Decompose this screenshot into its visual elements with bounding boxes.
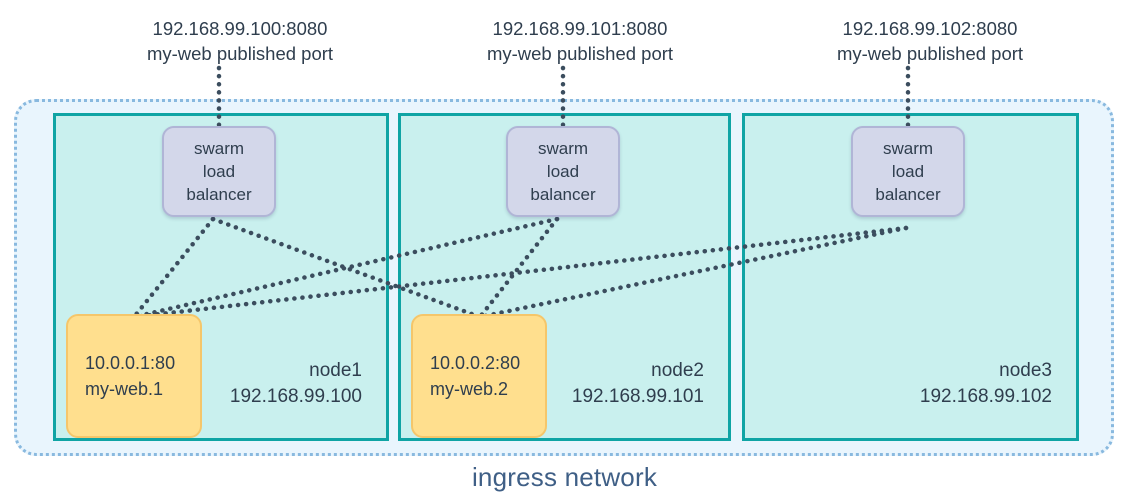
ingress-network-label: ingress network — [471, 462, 658, 492]
node-ip: 192.168.99.102 — [919, 386, 1052, 407]
task-box-my-web-2: 10.0.0.2:80 my-web.2 — [411, 314, 547, 438]
lb-label-line3: balancer — [875, 185, 941, 204]
node-caption: node2 192.168.99.101 — [572, 358, 704, 410]
callout-description: my-web published port — [486, 43, 674, 64]
swarm-load-balancer-node2: swarm load balancer — [506, 126, 620, 217]
node-name: node2 — [651, 360, 704, 381]
node-ip: 192.168.99.101 — [571, 386, 704, 407]
lb-label-line3: balancer — [530, 185, 596, 204]
published-port-callout-node2: 192.168.99.101:8080 my-web published por… — [430, 16, 730, 66]
lb-label-line1: swarm — [882, 139, 934, 158]
published-port-callout-node3: 192.168.99.102:8080 my-web published por… — [780, 16, 1080, 66]
task-name: my-web.1 — [85, 379, 164, 399]
task-name: my-web.2 — [430, 379, 509, 399]
node-name: node1 — [309, 360, 362, 381]
node-caption: node1 192.168.99.100 — [230, 358, 362, 410]
task-address: 10.0.0.2:80 — [430, 353, 521, 373]
callout-address: 192.168.99.101:8080 — [492, 18, 668, 39]
swarm-load-balancer-node1: swarm load balancer — [162, 126, 276, 217]
task-address: 10.0.0.1:80 — [85, 353, 176, 373]
node-caption: node3 192.168.99.102 — [920, 358, 1052, 410]
swarm-load-balancer-node3: swarm load balancer — [851, 126, 965, 217]
lb-label-line2: load — [891, 162, 925, 181]
lb-label-line1: swarm — [537, 139, 589, 158]
lb-label-line1: swarm — [193, 139, 245, 158]
published-port-callout-node1: 192.168.99.100:8080 my-web published por… — [90, 16, 390, 66]
callout-description: my-web published port — [836, 43, 1024, 64]
lb-label-line2: load — [202, 162, 236, 181]
callout-address: 192.168.99.102:8080 — [842, 18, 1018, 39]
lb-label-line2: load — [546, 162, 580, 181]
callout-description: my-web published port — [146, 43, 334, 64]
lb-label-line3: balancer — [186, 185, 252, 204]
node-name: node3 — [999, 360, 1052, 381]
callout-address: 192.168.99.100:8080 — [152, 18, 328, 39]
task-box-my-web-1: 10.0.0.1:80 my-web.1 — [66, 314, 202, 438]
node-ip: 192.168.99.100 — [229, 386, 362, 407]
